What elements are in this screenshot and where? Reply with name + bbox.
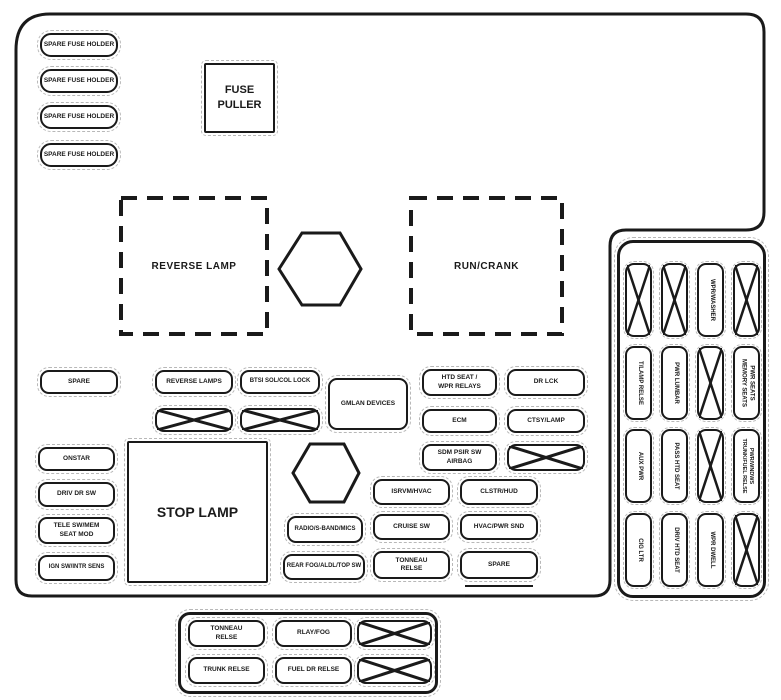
fuse-hvac-pwr-snd: HVAC/PWR SND	[457, 511, 541, 543]
reverse-lamp-dashed-zone	[119, 196, 269, 336]
fuse-driv-dr-sw: DRIV DR SW	[35, 479, 118, 510]
hexagon-connector-icon	[277, 231, 363, 307]
vfuse-pass-htd-seat: PASS HTD SEAT	[659, 427, 690, 505]
fuse-blank-x-2	[237, 405, 323, 435]
fuse-tonneau-relse-a: TONNEAU RELSE	[370, 548, 453, 582]
vfuse-pass-htd-seat-label: PASS HTD SEAT	[672, 442, 679, 490]
fuse-radio-s-band-mics: RADIO/S-BAND/MICS	[284, 513, 366, 546]
vfuse-pwr-wndws-trunk-fuel-relse-label: PWR/WNDWS TRUNK/FUEL RELSE	[740, 438, 754, 494]
relay-tonneau-relse: TONNEAU RELSE	[185, 617, 268, 650]
vfuse-x-r1c2	[659, 261, 690, 339]
vfuse-tlamp-relse-label: T/LAMP RELSE	[636, 361, 643, 405]
vfuse-pwr-seats-memory-seats-label: PWR SEATS MEMORY SEATS	[740, 359, 755, 407]
fuse-puller-box: FUSE PULLER	[201, 60, 278, 136]
run-crank-dashed-zone	[409, 196, 564, 336]
vfuse-wpr-washer: WPR/WASHER	[695, 261, 726, 339]
main-body-outline	[14, 12, 766, 598]
fuse-spare-a: SPARE	[37, 367, 121, 397]
fuse-onstar: ONSTAR	[35, 444, 118, 474]
relay-blank-x-1	[354, 617, 435, 650]
fuse-dr-lck: DR LCK	[504, 366, 588, 399]
fuse-stop-lamp: STOP LAMP	[124, 438, 271, 586]
fuse-blank-x-3	[504, 441, 588, 474]
fuse-cruise-sw: CRUISE SW	[370, 511, 453, 543]
vfuse-tlamp-relse: T/LAMP RELSE	[623, 344, 654, 422]
vfuse-pwr-seats-memory-seats: PWR SEATS MEMORY SEATS	[731, 344, 762, 422]
vfuse-wpr-washer-label: WPR/WASHER	[708, 279, 715, 321]
fuse-rear-fog-aldl-top-sw: REAR FOG/ALDL/TOP SW	[280, 551, 368, 583]
relay-rlay-fog: RLAY/FOG	[272, 617, 355, 650]
vfuse-wpr-dwell: WPR DWELL	[695, 511, 726, 589]
vfuse-wpr-dwell-label: WPR DWELL	[708, 531, 715, 569]
vfuse-driv-htd-seat: DRIV HTD SEAT	[659, 511, 690, 589]
hexagon-connector-small-icon	[291, 442, 361, 504]
vfuse-x-r3c3	[695, 427, 726, 505]
spare-underline	[465, 585, 533, 587]
vfuse-cig-ltr: CIG LTR	[623, 511, 654, 589]
vfuse-driv-htd-seat-label: DRIV HTD SEAT	[672, 527, 679, 573]
relay-blank-x-2	[354, 654, 435, 687]
fuse-btsi-sol-col-lock: BTSI SOL/COL LOCK	[237, 367, 323, 397]
reverse-lamp-zone-label: REVERSE LAMP	[151, 260, 237, 272]
fuse-sdm-psir-sw-airbag: SDM PSIR SW AIRBAG	[419, 441, 500, 474]
relay-fuel-dr-relse: FUEL DR RELSE	[272, 654, 355, 687]
fuse-ecm: ECM	[419, 406, 500, 436]
vfuse-pwr-lumbar: PWR LUMBAR	[659, 344, 690, 422]
fuse-isrvm-hvac: ISRVM/HVAC	[370, 476, 453, 508]
vfuse-pwr-wndws-trunk-fuel-relse: PWR/WNDWS TRUNK/FUEL RELSE	[731, 427, 762, 505]
spare-fuse-holder-2: SPARE FUSE HOLDER	[37, 66, 121, 96]
run-crank-zone-label: RUN/CRANK	[453, 260, 520, 272]
fuse-clstr-hud: CLSTR/HUD	[457, 476, 541, 508]
fuse-ign-sw-intr-sens: IGN SW/INTR SENS	[35, 552, 118, 584]
spare-fuse-holder-1: SPARE FUSE HOLDER	[37, 30, 121, 60]
fuse-tele-sw-mem-seat-mod: TELE SW/MEM SEAT MOD	[35, 514, 118, 547]
fuse-ctsy-lamp: CTSY/LAMP	[504, 406, 588, 436]
vfuse-x-r1c1	[623, 261, 654, 339]
vfuse-x-r2c3	[695, 344, 726, 422]
vfuse-x-r1c4	[731, 261, 762, 339]
fuse-blank-x-1	[152, 405, 236, 435]
vfuse-aux-pwr: AUX PWR	[623, 427, 654, 505]
spare-fuse-holder-3: SPARE FUSE HOLDER	[37, 102, 121, 132]
fuse-gmlan-devices: GMLAN DEVICES	[325, 375, 411, 433]
vfuse-pwr-lumbar-label: PWR LUMBAR	[672, 362, 679, 404]
spare-fuse-holder-4: SPARE FUSE HOLDER	[37, 140, 121, 170]
vfuse-cig-ltr-label: CIG LTR	[636, 538, 643, 562]
vfuse-aux-pwr-label: AUX PWR	[636, 451, 643, 481]
fuse-reverse-lamps: REVERSE LAMPS	[152, 367, 236, 397]
fuse-htd-seat-wpr-relays: HTD SEAT / WPR RELAYS	[419, 366, 500, 399]
fuse-spare-b: SPARE	[457, 548, 541, 582]
relay-trunk-relse: TRUNK RELSE	[185, 654, 268, 687]
vfuse-x-r4c4	[731, 511, 762, 589]
